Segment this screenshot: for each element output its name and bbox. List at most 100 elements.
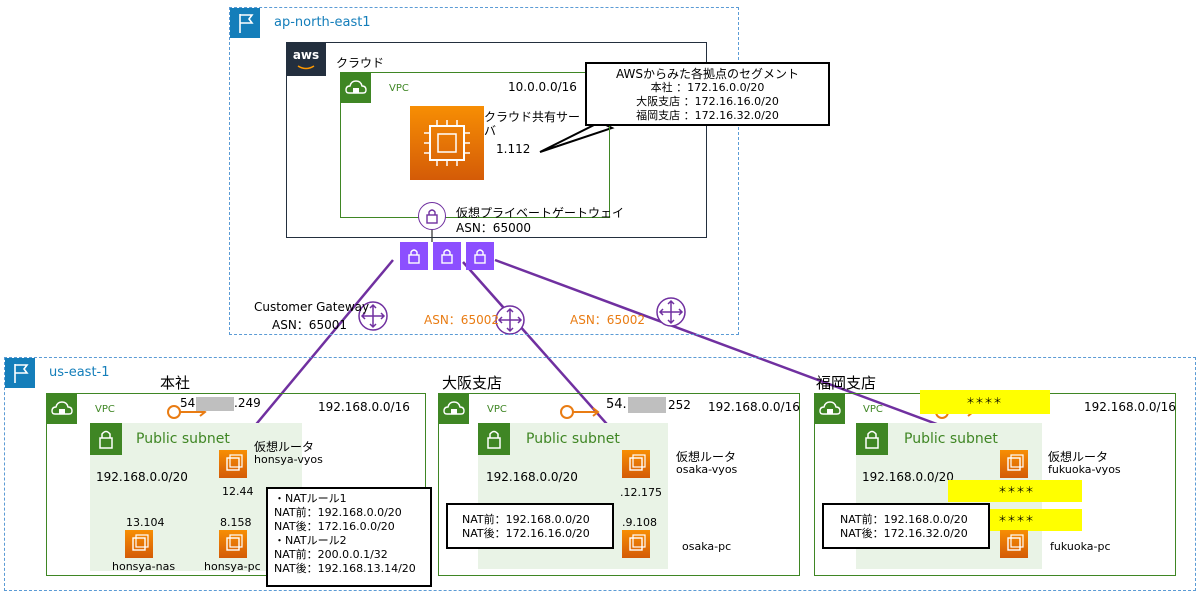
nat-line: NAT後：192.168.13.14/20 xyxy=(274,562,416,575)
honsya-router-label: 仮想ルータ xyxy=(254,440,315,454)
vpc-tag: VPC xyxy=(487,404,507,415)
osaka-vpc-cidr: 192.168.0.0/16 xyxy=(708,400,800,414)
osaka-pc-ip: .9.108 xyxy=(622,516,657,529)
region-flag-icon xyxy=(5,358,35,388)
region-us-east-1: us-east-1 xyxy=(4,357,1196,591)
subnet-label: Public subnet xyxy=(136,431,230,447)
cloud-box xyxy=(286,42,707,238)
cloud-label: クラウド xyxy=(336,56,385,70)
honsya-public-ip-prefix: 54. xyxy=(180,396,200,410)
vpc-tag: VPC xyxy=(95,404,115,415)
nat-line: NAT後：172.16.0.0/20 xyxy=(274,520,395,533)
fukuoka-title: 福岡支店 xyxy=(816,374,877,392)
osaka-vpc: VPC xyxy=(438,393,800,576)
subnet-label: Public subnet xyxy=(904,431,998,447)
vpg-name: 仮想プライベートゲートウェイ xyxy=(456,206,625,220)
cgw-label: Customer Gateway xyxy=(254,300,370,314)
honsya-title: 本社 xyxy=(160,374,191,392)
honsya-subnet-cidr: 192.168.0.0/20 xyxy=(96,470,188,484)
cgw-asn-2: ASN：65002 xyxy=(424,313,499,327)
honsya-nas-ec2-icon xyxy=(125,530,153,558)
cgw-icon-2 xyxy=(495,305,525,335)
cgw-asn-3: ASN：65002 xyxy=(570,313,645,327)
vpc-icon xyxy=(439,394,469,424)
subnet-lock-icon xyxy=(856,423,888,455)
nat-line: NAT前：200.0.0.1/32 xyxy=(274,548,388,561)
cloud-vpc: VPC xyxy=(340,72,610,218)
honsya-router-ip: 12.44 xyxy=(222,485,254,498)
nat-line: ・NATルール2 xyxy=(274,534,347,547)
osaka-nat-callout: NAT前：192.168.0.0/20 NAT後：172.16.16.0/20 xyxy=(446,503,614,549)
fukuoka-pc-name: fukuoka-pc xyxy=(1050,540,1111,553)
region-label: ap-north-east1 xyxy=(274,15,371,30)
vpc-icon xyxy=(47,394,77,424)
nat-line: ・NATルール1 xyxy=(274,492,347,505)
honsya-pc-name: honsya-pc xyxy=(204,560,261,573)
vpc-tag: VPC xyxy=(389,83,409,94)
vpg-asn: ASN：65000 xyxy=(456,221,531,235)
osaka-pc-name: osaka-pc xyxy=(682,540,732,553)
fukuoka-router-ip-mask: ＊＊＊＊ xyxy=(998,486,1035,496)
honsya-nas-name: honsya-nas xyxy=(112,560,176,573)
vpn-connection-icon-3 xyxy=(466,242,494,270)
cloud-server-ec2-icon xyxy=(410,106,484,180)
fukuoka-pc-ec2-icon xyxy=(1000,530,1028,558)
fukuoka-ip-redaction xyxy=(920,390,1050,414)
honsya-pc-ip: 8.158 xyxy=(220,516,252,529)
vpn-line-honsya xyxy=(232,259,394,453)
callout-line: 大阪支店 ：172.16.16.0/20 xyxy=(636,95,779,108)
vpn-connection-icon-1 xyxy=(400,242,428,270)
nat-line: NAT前：192.168.0.0/20 xyxy=(840,513,968,526)
osaka-router-name: osaka-vyos xyxy=(676,463,738,476)
honsya-pc-ec2-icon xyxy=(219,530,247,558)
subnet-label: Public subnet xyxy=(526,431,620,447)
osaka-public-ip-suffix: 252 xyxy=(668,398,691,412)
cloud-vpc-cidr: 10.0.0.0/16 xyxy=(508,80,577,94)
fukuoka-public-ip-mask: ＊＊＊＊ xyxy=(966,397,1003,407)
vpc-tag: VPC xyxy=(863,404,883,415)
osaka-router-ip: .12.175 xyxy=(620,486,662,499)
fukuoka-router-label: 仮想ルータ xyxy=(1048,450,1109,464)
honsya-vpc-cidr: 192.168.0.0/16 xyxy=(318,400,410,414)
nat-line: NAT後：172.16.32.0/20 xyxy=(840,527,968,540)
osaka-vyos-ec2-icon xyxy=(622,450,650,478)
vpn-connection-icon-2 xyxy=(433,242,461,270)
honsya-vyos-ec2-icon xyxy=(219,450,247,478)
callout-line: 本社 ：172.16.0.0/20 xyxy=(650,81,765,94)
osaka-title: 大阪支店 xyxy=(442,374,503,392)
osaka-router-label: 仮想ルータ xyxy=(676,450,737,464)
subnet-lock-icon xyxy=(478,423,510,455)
vpg-icon xyxy=(418,202,446,230)
cloud-segment-callout: AWSからみた各拠点のセグメント 本社 ：172.16.0.0/20 大阪支店 … xyxy=(585,62,830,126)
fukuoka-vyos-ec2-icon xyxy=(1000,450,1028,478)
callout-title: AWSからみた各拠点のセグメント xyxy=(615,67,800,81)
cloud-server-ip: 1.112 xyxy=(496,142,531,156)
callout-line: 福岡支店 ：172.16.32.0/20 xyxy=(636,109,779,122)
osaka-public-ip-prefix: 54. xyxy=(606,397,627,412)
aws-logo-text: aws xyxy=(292,48,320,62)
subnet-lock-icon xyxy=(90,423,122,455)
honsya-nas-ip: 13.104 xyxy=(126,516,165,529)
osaka-pc-ec2-icon xyxy=(622,530,650,558)
cgw-asn-1: ASN：65001 xyxy=(272,318,347,332)
cgw-icon-3 xyxy=(656,297,686,327)
aws-logo: aws xyxy=(286,42,326,76)
vpc-icon xyxy=(815,394,845,424)
fukuoka-vpc-cidr: 192.168.0.0/16 xyxy=(1084,400,1176,414)
honsya-public-ip-suffix: .249 xyxy=(234,396,261,410)
vpc-icon xyxy=(341,73,371,103)
osaka-ip-redaction xyxy=(628,397,666,413)
fukuoka-router-name: fukuoka-vyos xyxy=(1048,463,1121,476)
region-ap-north-east1: ap-north-east1 xyxy=(229,7,739,335)
igw-osaka-icon xyxy=(560,405,600,419)
region-label: us-east-1 xyxy=(49,365,110,380)
cloud-server-name: クラウド共有サーバ xyxy=(484,110,581,138)
osaka-subnet-cidr: 192.168.0.0/20 xyxy=(486,470,578,484)
cgw-icon-1 xyxy=(358,301,388,331)
nat-line: NAT前：192.168.0.0/20 xyxy=(462,513,590,526)
nat-line: NAT前：192.168.0.0/20 xyxy=(274,506,402,519)
fukuoka-pc-ip-mask: ＊＊＊＊ xyxy=(998,515,1035,525)
honsya-vpc: VPC xyxy=(46,393,426,576)
nat-line: NAT後：172.16.16.0/20 xyxy=(462,527,590,540)
fukuoka-subnet-cidr: 192.168.0.0/20 xyxy=(862,470,954,484)
